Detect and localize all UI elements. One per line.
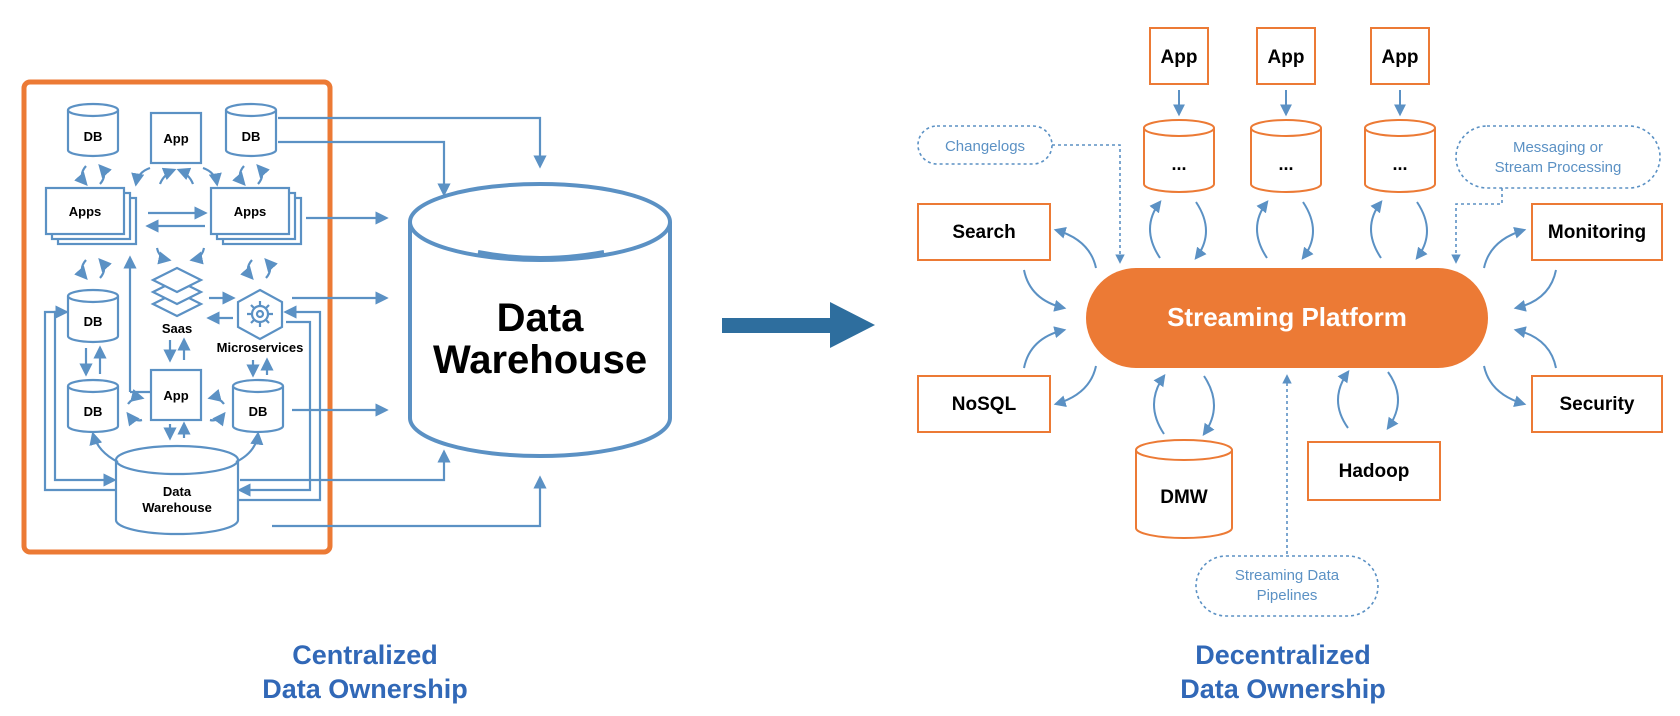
- streaming-platform: Streaming Platform: [1086, 268, 1488, 368]
- apps-label: Apps: [69, 204, 102, 219]
- centralized-caption-2: Data Ownership: [262, 674, 468, 704]
- changelogs-label: Changelogs: [945, 138, 1025, 155]
- db-bottom-right: DB: [231, 378, 285, 434]
- app-label: App: [163, 388, 188, 403]
- app-label: App: [163, 131, 188, 146]
- messaging-label-2: Stream Processing: [1495, 159, 1622, 176]
- messaging-note: Messaging or Stream Processing: [1455, 125, 1661, 189]
- pipelines-label-1: Streaming Data: [1235, 567, 1340, 584]
- db-mid-left: DB: [66, 288, 120, 344]
- app-box-2: App: [1256, 27, 1316, 85]
- monitoring-box: Monitoring: [1531, 203, 1663, 261]
- db-bottom-left: DB: [66, 378, 120, 434]
- changelogs-note: Changelogs: [917, 125, 1053, 165]
- db-label: DB: [242, 129, 261, 144]
- app-label: App: [1268, 47, 1305, 68]
- big-dw-label-2: Warehouse: [433, 338, 647, 382]
- security-box: Security: [1531, 375, 1663, 433]
- topic-cylinder-2: ...: [1250, 119, 1322, 193]
- app-box-1: App: [1149, 27, 1209, 85]
- pipelines-label-2: Pipelines: [1257, 587, 1318, 604]
- db-top-left: DB: [66, 102, 120, 158]
- centralized-frame: [21, 79, 333, 555]
- app-box-3: App: [1370, 27, 1430, 85]
- nosql-box: NoSQL: [917, 375, 1051, 433]
- app-bottom: App: [149, 368, 203, 422]
- apps-label: Apps: [234, 204, 267, 219]
- db-label: DB: [84, 314, 103, 329]
- app-label: App: [1382, 47, 1419, 68]
- db-top-right: DB: [224, 102, 278, 158]
- dmw-label: DMW: [1160, 487, 1208, 508]
- messaging-label-1: Messaging or: [1513, 139, 1603, 156]
- app-label: App: [1161, 47, 1198, 68]
- decentralized-caption-2: Data Ownership: [1180, 674, 1386, 704]
- microservices-hexagon: Microservices: [217, 288, 304, 355]
- decentralized-caption-1: Decentralized: [1195, 640, 1371, 670]
- dmw-cylinder: DMW: [1135, 439, 1233, 539]
- streaming-platform-label: Streaming Platform: [1167, 302, 1407, 332]
- db-label: DB: [249, 404, 268, 419]
- inner-data-warehouse: Data Warehouse: [114, 444, 240, 536]
- topic-cylinder-1: ...: [1143, 119, 1215, 193]
- centralized-panel: DB App DB Apps Apps: [21, 79, 672, 704]
- topic-label: ...: [1392, 154, 1407, 174]
- microservices-label: Microservices: [217, 340, 304, 355]
- db-label: DB: [84, 129, 103, 144]
- saas-layers: Saas: [150, 266, 204, 336]
- centralized-caption-1: Centralized: [292, 640, 438, 670]
- topic-cylinder-3: ...: [1364, 119, 1436, 193]
- apps-stack-left: Apps: [44, 186, 138, 246]
- decentralized-panel: App App App ... ... ...: [917, 27, 1663, 704]
- big-data-warehouse: Data Warehouse: [408, 182, 672, 458]
- app-top: App: [149, 111, 203, 165]
- search-box: Search: [917, 203, 1051, 261]
- saas-label: Saas: [162, 321, 192, 336]
- transition-arrow: [722, 302, 875, 348]
- inner-dw-label-1: Data: [163, 484, 192, 499]
- topic-label: ...: [1171, 154, 1186, 174]
- hadoop-box: Hadoop: [1307, 441, 1441, 501]
- hadoop-label: Hadoop: [1339, 461, 1410, 482]
- monitoring-label: Monitoring: [1548, 222, 1646, 243]
- pipelines-note: Streaming Data Pipelines: [1195, 555, 1379, 617]
- search-label: Search: [952, 222, 1015, 243]
- inner-dw-label-2: Warehouse: [142, 500, 212, 515]
- apps-stack-right: Apps: [209, 186, 303, 246]
- nosql-label: NoSQL: [952, 394, 1017, 415]
- db-label: DB: [84, 404, 103, 419]
- topic-label: ...: [1278, 154, 1293, 174]
- big-dw-label-1: Data: [497, 296, 584, 340]
- security-label: Security: [1560, 394, 1635, 415]
